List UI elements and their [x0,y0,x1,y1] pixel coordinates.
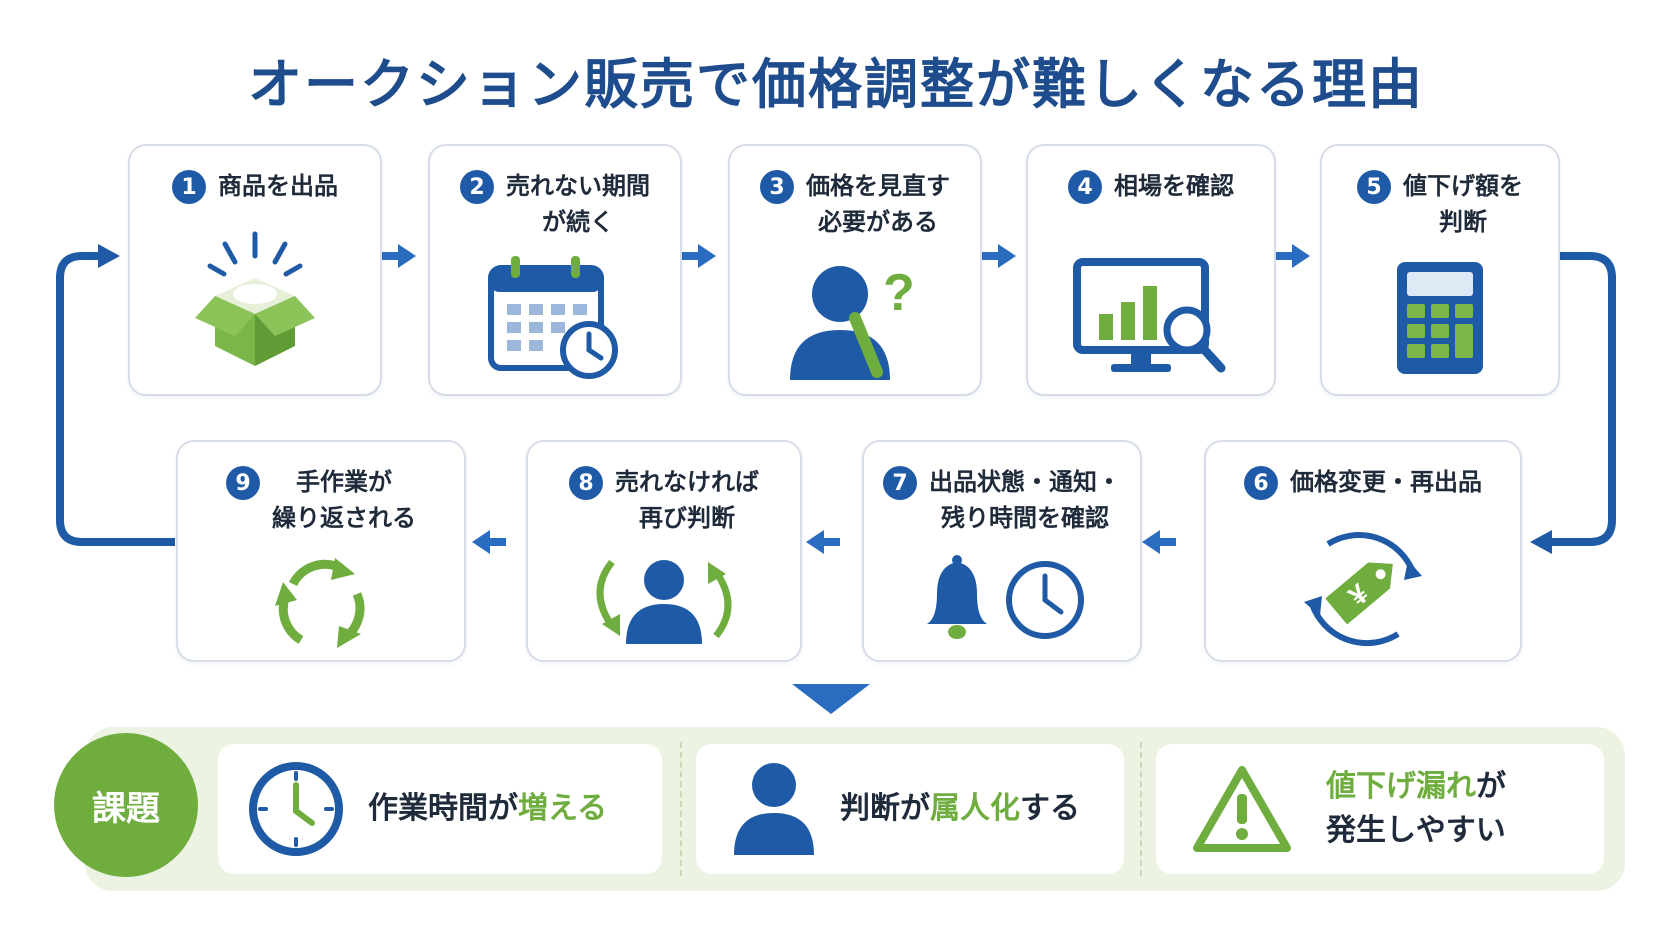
step-card-1: 1 商品を出品 [128,144,382,396]
step-title: 出品状態・通知・残り時間を確認 [929,468,1121,532]
step-number-badge: 1 [172,170,206,204]
open-box-icon [195,231,315,366]
page-title: オークション販売で価格調整が難しくなる理由 [248,53,1424,116]
step-card-4: 4 相場を確認 [1026,144,1276,396]
calculator-icon [1397,262,1483,374]
step-card-6: 6 価格変更・再出品 ¥ [1204,440,1522,662]
step-number-badge: 6 [1244,466,1278,500]
issue-card-2: 判断が属人化する [696,744,1124,874]
step-card-5: 5 値下げ額を判断 [1320,144,1560,396]
loop-right-path [1550,252,1616,546]
question-mark-icon: ? [883,264,915,322]
issue-text: 値下げ漏れが発生しやすい [1326,769,1506,848]
step-card-8: 8 売れなければ再び判断 [526,440,802,662]
step-title: 価格を見直す必要がある [806,172,950,236]
issue-text: 作業時間が増える [368,791,608,826]
loop-left-arrowhead [98,244,120,268]
step-number-badge: 3 [760,170,794,204]
step-card-9: 9 手作業が繰り返される [176,440,466,662]
issue-divider [680,742,682,876]
step-title: 相場を確認 [1114,172,1234,200]
price-tag-cycle-icon: ¥ [1304,532,1422,647]
step-number-badge: 7 [883,466,917,500]
arrow-4-5 [1276,244,1310,268]
monitor-chart-icon [1073,258,1226,373]
down-arrow [792,684,870,714]
step-number-badge: 9 [226,466,260,500]
repeat-arrows-icon [275,558,365,648]
calendar-clock-icon [488,256,618,379]
issue-text: 判断が属人化する [840,791,1080,826]
arrow-1-2 [382,244,416,268]
person-icon [734,763,814,855]
step-title: 商品を出品 [218,172,338,200]
step-title: 値下げ額を判断 [1403,172,1523,236]
clock-icon [249,762,343,856]
arrow-3-4 [982,244,1016,268]
step-number-badge: 4 [1068,170,1102,204]
step-card-3: 3 価格を見直す必要がある ? [728,144,982,396]
step-card-2: 2 売れない期間が続く [428,144,682,396]
warning-icon [1193,766,1291,852]
step-card-7: 7 出品状態・通知・残り時間を確認 [862,440,1142,662]
issue-card-1: 作業時間が増える [218,744,662,874]
step-number-badge: 8 [569,466,603,500]
step-title: 売れない期間が続く [506,172,650,236]
step-title: 売れなければ再び判断 [615,468,759,532]
step-number-badge: 2 [460,170,494,204]
issue-card-3: 値下げ漏れが発生しやすい [1156,744,1604,874]
arrow-7-8 [806,530,840,554]
step-title: 手作業が繰り返される [272,468,416,532]
arrow-6-7 [1142,530,1176,554]
loop-left-path [56,252,175,546]
issue-divider [1140,742,1142,876]
issues-label-badge: 課題 [54,733,198,877]
bell-clock-icon [927,555,1084,639]
thinking-person-icon: ? [790,264,915,380]
step-title: 価格変更・再出品 [1290,468,1482,496]
loop-right-arrowhead [1530,530,1552,554]
arrow-2-3 [682,244,716,268]
arrow-8-9 [472,530,506,554]
person-cycle-icon [596,559,732,644]
step-number-badge: 5 [1357,170,1391,204]
